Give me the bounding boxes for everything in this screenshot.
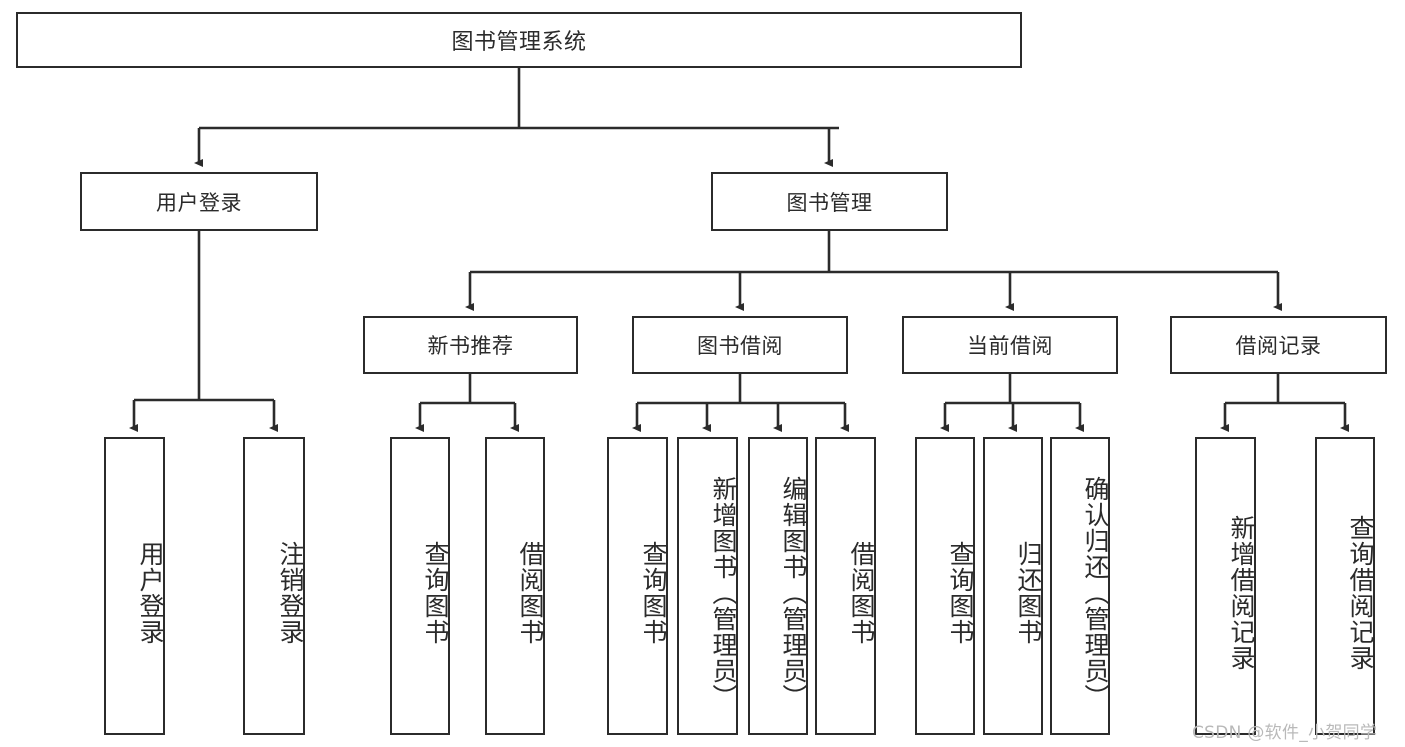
leaf-label-char: 理 [709,632,738,658]
node-current-borrow[interactable]: 当前借阅 [902,316,1118,374]
leaf-label-char: 还 [1014,567,1043,593]
leaf-label-char: 增 [709,502,738,528]
leaf-label-char: 借 [847,541,876,567]
node-book-manage[interactable]: 图书管理 [711,172,948,231]
leaf-label-char: 图 [1014,593,1043,619]
leaf-label-char: 书 [1014,619,1043,645]
leaf-label-char: 理 [1081,632,1110,658]
leaf-label-char: 书 [847,619,876,645]
leaf-return-book[interactable]: 归还图书 [983,437,1043,735]
leaf-label-char: 确 [1081,476,1110,502]
leaf-label-char: 查 [1346,515,1375,541]
leaf-query-book-3[interactable]: 查询图书 [915,437,975,735]
leaf-label-char: 阅 [1227,593,1256,619]
leaf-label-char: 编 [779,476,808,502]
leaf-label-char: （ [1081,580,1110,606]
leaf-label-char: 书 [516,619,545,645]
leaf-label-char: 借 [516,541,545,567]
leaf-label-char: 员 [1081,658,1110,684]
node-new-book-rec[interactable]: 新书推荐 [363,316,578,374]
leaf-label-char: ） [1081,684,1110,710]
leaf-label-char: 询 [1346,541,1375,567]
leaf-label-char: 辑 [779,502,808,528]
leaf-label-char: 归 [1081,528,1110,554]
leaf-label-char: 归 [1014,541,1043,567]
leaf-label-char: 书 [779,554,808,580]
leaf-label-char: 注 [276,541,305,567]
leaf-label-char: 新 [1227,515,1256,541]
leaf-label-char: 图 [779,528,808,554]
leaf-label-char: ） [709,684,738,710]
leaf-label-char: 图 [709,528,738,554]
leaf-query-book-2[interactable]: 查询图书 [607,437,668,735]
leaf-label-char: 录 [276,619,305,645]
leaf-label-char: 借 [1346,567,1375,593]
leaf-label-char: 图 [516,593,545,619]
node-book-borrow[interactable]: 图书借阅 [632,316,848,374]
leaf-label-char: 销 [276,567,305,593]
leaf-label-char: 书 [709,554,738,580]
leaf-edit-book[interactable]: 编辑图书（管理员） [748,437,808,735]
leaf-label-char: 录 [136,619,165,645]
leaf-label-char: 查 [946,541,975,567]
leaf-label-char: 书 [639,619,668,645]
leaf-label-char: 询 [639,567,668,593]
leaf-label-char: 员 [709,658,738,684]
leaf-borrow-book-2[interactable]: 借阅图书 [815,437,876,735]
leaf-label-char: 查 [639,541,668,567]
leaf-label-char: 记 [1346,619,1375,645]
leaf-label-char: 询 [421,567,450,593]
node-user-login[interactable]: 用户登录 [80,172,318,231]
leaf-query-book-1[interactable]: 查询图书 [390,437,450,735]
leaf-label-char: 管 [779,606,808,632]
leaf-label-char: 录 [1227,645,1256,671]
leaf-label-char: 户 [136,567,165,593]
leaf-label-char: 管 [709,606,738,632]
leaf-label-char: 认 [1081,502,1110,528]
leaf-label-char: 增 [1227,541,1256,567]
leaf-label-char: 录 [1346,645,1375,671]
leaf-label-char: 图 [946,593,975,619]
node-root[interactable]: 图书管理系统 [16,12,1022,68]
leaf-label-char: 书 [421,619,450,645]
leaf-label-char: 阅 [847,567,876,593]
leaf-label-char: （ [779,580,808,606]
leaf-label-char: 查 [421,541,450,567]
leaf-label-char: 图 [421,593,450,619]
leaf-label-char: 新 [709,476,738,502]
leaf-label-char: 借 [1227,567,1256,593]
leaf-query-record[interactable]: 查询借阅记录 [1315,437,1375,735]
leaf-label-char: 询 [946,567,975,593]
leaf-label-char: 用 [136,541,165,567]
leaf-logout[interactable]: 注销登录 [243,437,305,735]
leaf-label-char: 员 [779,658,808,684]
leaf-label-char: 图 [847,593,876,619]
leaf-label-char: 管 [1081,606,1110,632]
leaf-label-char: 阅 [1346,593,1375,619]
leaf-label-char: 图 [639,593,668,619]
leaf-label-char: 登 [136,593,165,619]
leaf-label-char: 阅 [516,567,545,593]
leaf-label-char: 书 [946,619,975,645]
leaf-label-char: 还 [1081,554,1110,580]
leaf-label-char: ） [779,684,808,710]
leaf-user-login[interactable]: 用户登录 [104,437,165,735]
leaf-label-char: 理 [779,632,808,658]
node-borrow-record[interactable]: 借阅记录 [1170,316,1387,374]
csdn-watermark: CSDN @软件_小贺同学 [1192,723,1378,743]
leaf-confirm-return[interactable]: 确认归还（管理员） [1050,437,1110,735]
leaf-add-record[interactable]: 新增借阅记录 [1195,437,1256,735]
leaf-borrow-book-1[interactable]: 借阅图书 [485,437,545,735]
leaf-label-char: 登 [276,593,305,619]
leaf-label-char: 记 [1227,619,1256,645]
leaf-label-char: （ [709,580,738,606]
leaf-add-book[interactable]: 新增图书（管理员） [677,437,738,735]
